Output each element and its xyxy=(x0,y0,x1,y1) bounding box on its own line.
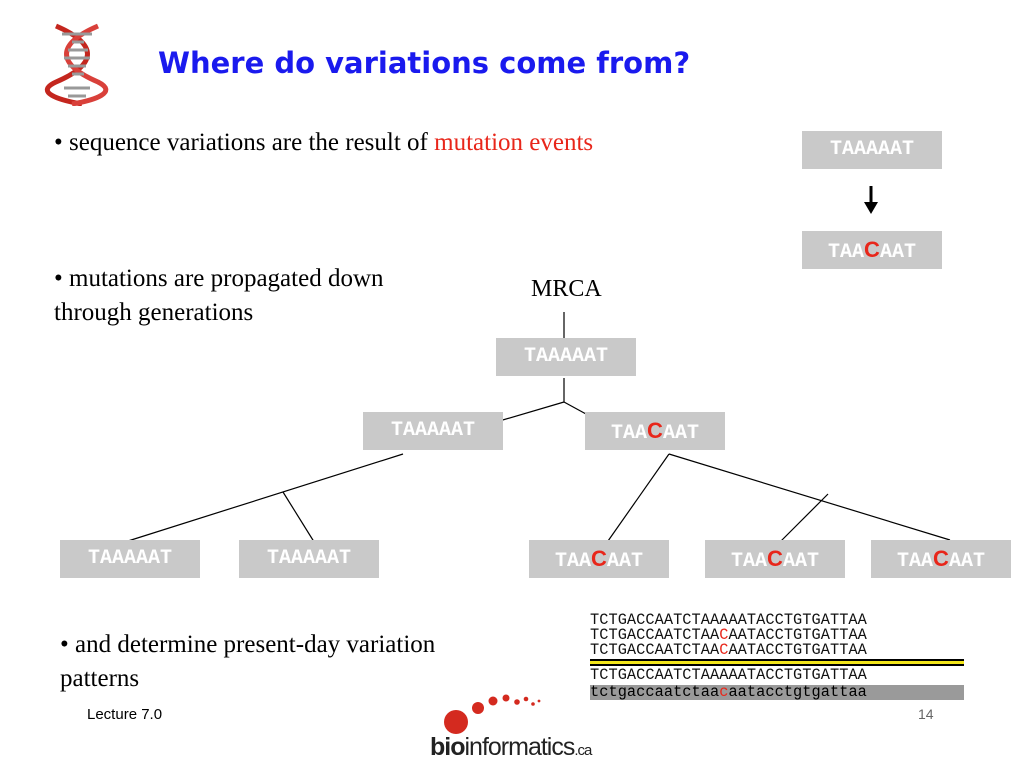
bullet-propagation: • mutations are propagated down through … xyxy=(54,265,384,326)
mutated-base: C xyxy=(591,546,607,571)
tree-node-root: TAAAAAT xyxy=(496,338,636,376)
alignment-row: TCTGACCAATCTAACAATACCTGTGATTAA xyxy=(590,628,867,643)
alignment-row: TCTGACCAATCTAACAATACCTGTGATTAA xyxy=(590,643,867,658)
mutated-base: C xyxy=(767,546,783,571)
seq-text: TAAAAAT xyxy=(829,138,914,161)
tree-leaf-3: TAACAAT xyxy=(529,540,669,578)
page-title: Where do variations come from? xyxy=(158,46,691,80)
tree-leaf-5: TAACAAT xyxy=(871,540,1011,578)
alignment-row: TCTGACCAATCTAAAAATACCTGTGATTAA xyxy=(590,668,867,683)
sequence-alignment: TCTGACCAATCTAAAAATACCTGTGATTAA TCTGACCAA… xyxy=(590,613,964,700)
bullet-present-day: • and determine present-day variation pa… xyxy=(60,631,436,692)
tree-node-right: TAACAAT xyxy=(585,412,725,450)
mrca-label: MRCA xyxy=(531,276,602,302)
footer-lecture: Lecture 7.0 xyxy=(87,706,163,723)
bioinformatics-logo-dots-icon xyxy=(444,694,541,734)
alignment-row: tctgaccaatctaacaatacctgtgattaa xyxy=(590,685,964,700)
tree-leaf-1: TAAAAAT xyxy=(60,540,200,578)
arrow-down-icon xyxy=(864,186,878,214)
dna-helix-icon xyxy=(45,23,109,106)
mutated-base: C xyxy=(647,418,663,443)
tree-leaf-4: TAACAAT xyxy=(705,540,845,578)
mutated-base: C xyxy=(933,546,949,571)
tree-node-left: TAAAAAT xyxy=(363,412,503,450)
mutated-base: C xyxy=(864,237,880,262)
alignment-row: TCTGACCAATCTAAAAATACCTGTGATTAA xyxy=(590,613,867,628)
seq-box-original: TAAAAAT xyxy=(802,131,942,169)
page-number: 14 xyxy=(918,706,934,722)
bioinformatics-logo: bioinformatics.ca xyxy=(430,733,592,761)
alignment-separator xyxy=(590,658,964,668)
bullet-mutation-events: • sequence variations are the result of … xyxy=(54,126,593,160)
bullet-text: • sequence variations are the result of xyxy=(54,129,435,156)
tree-leaf-2: TAAAAAT xyxy=(239,540,379,578)
seq-box-mutated: TAACAAT xyxy=(802,231,942,269)
bullet-highlight: mutation events xyxy=(434,129,594,156)
